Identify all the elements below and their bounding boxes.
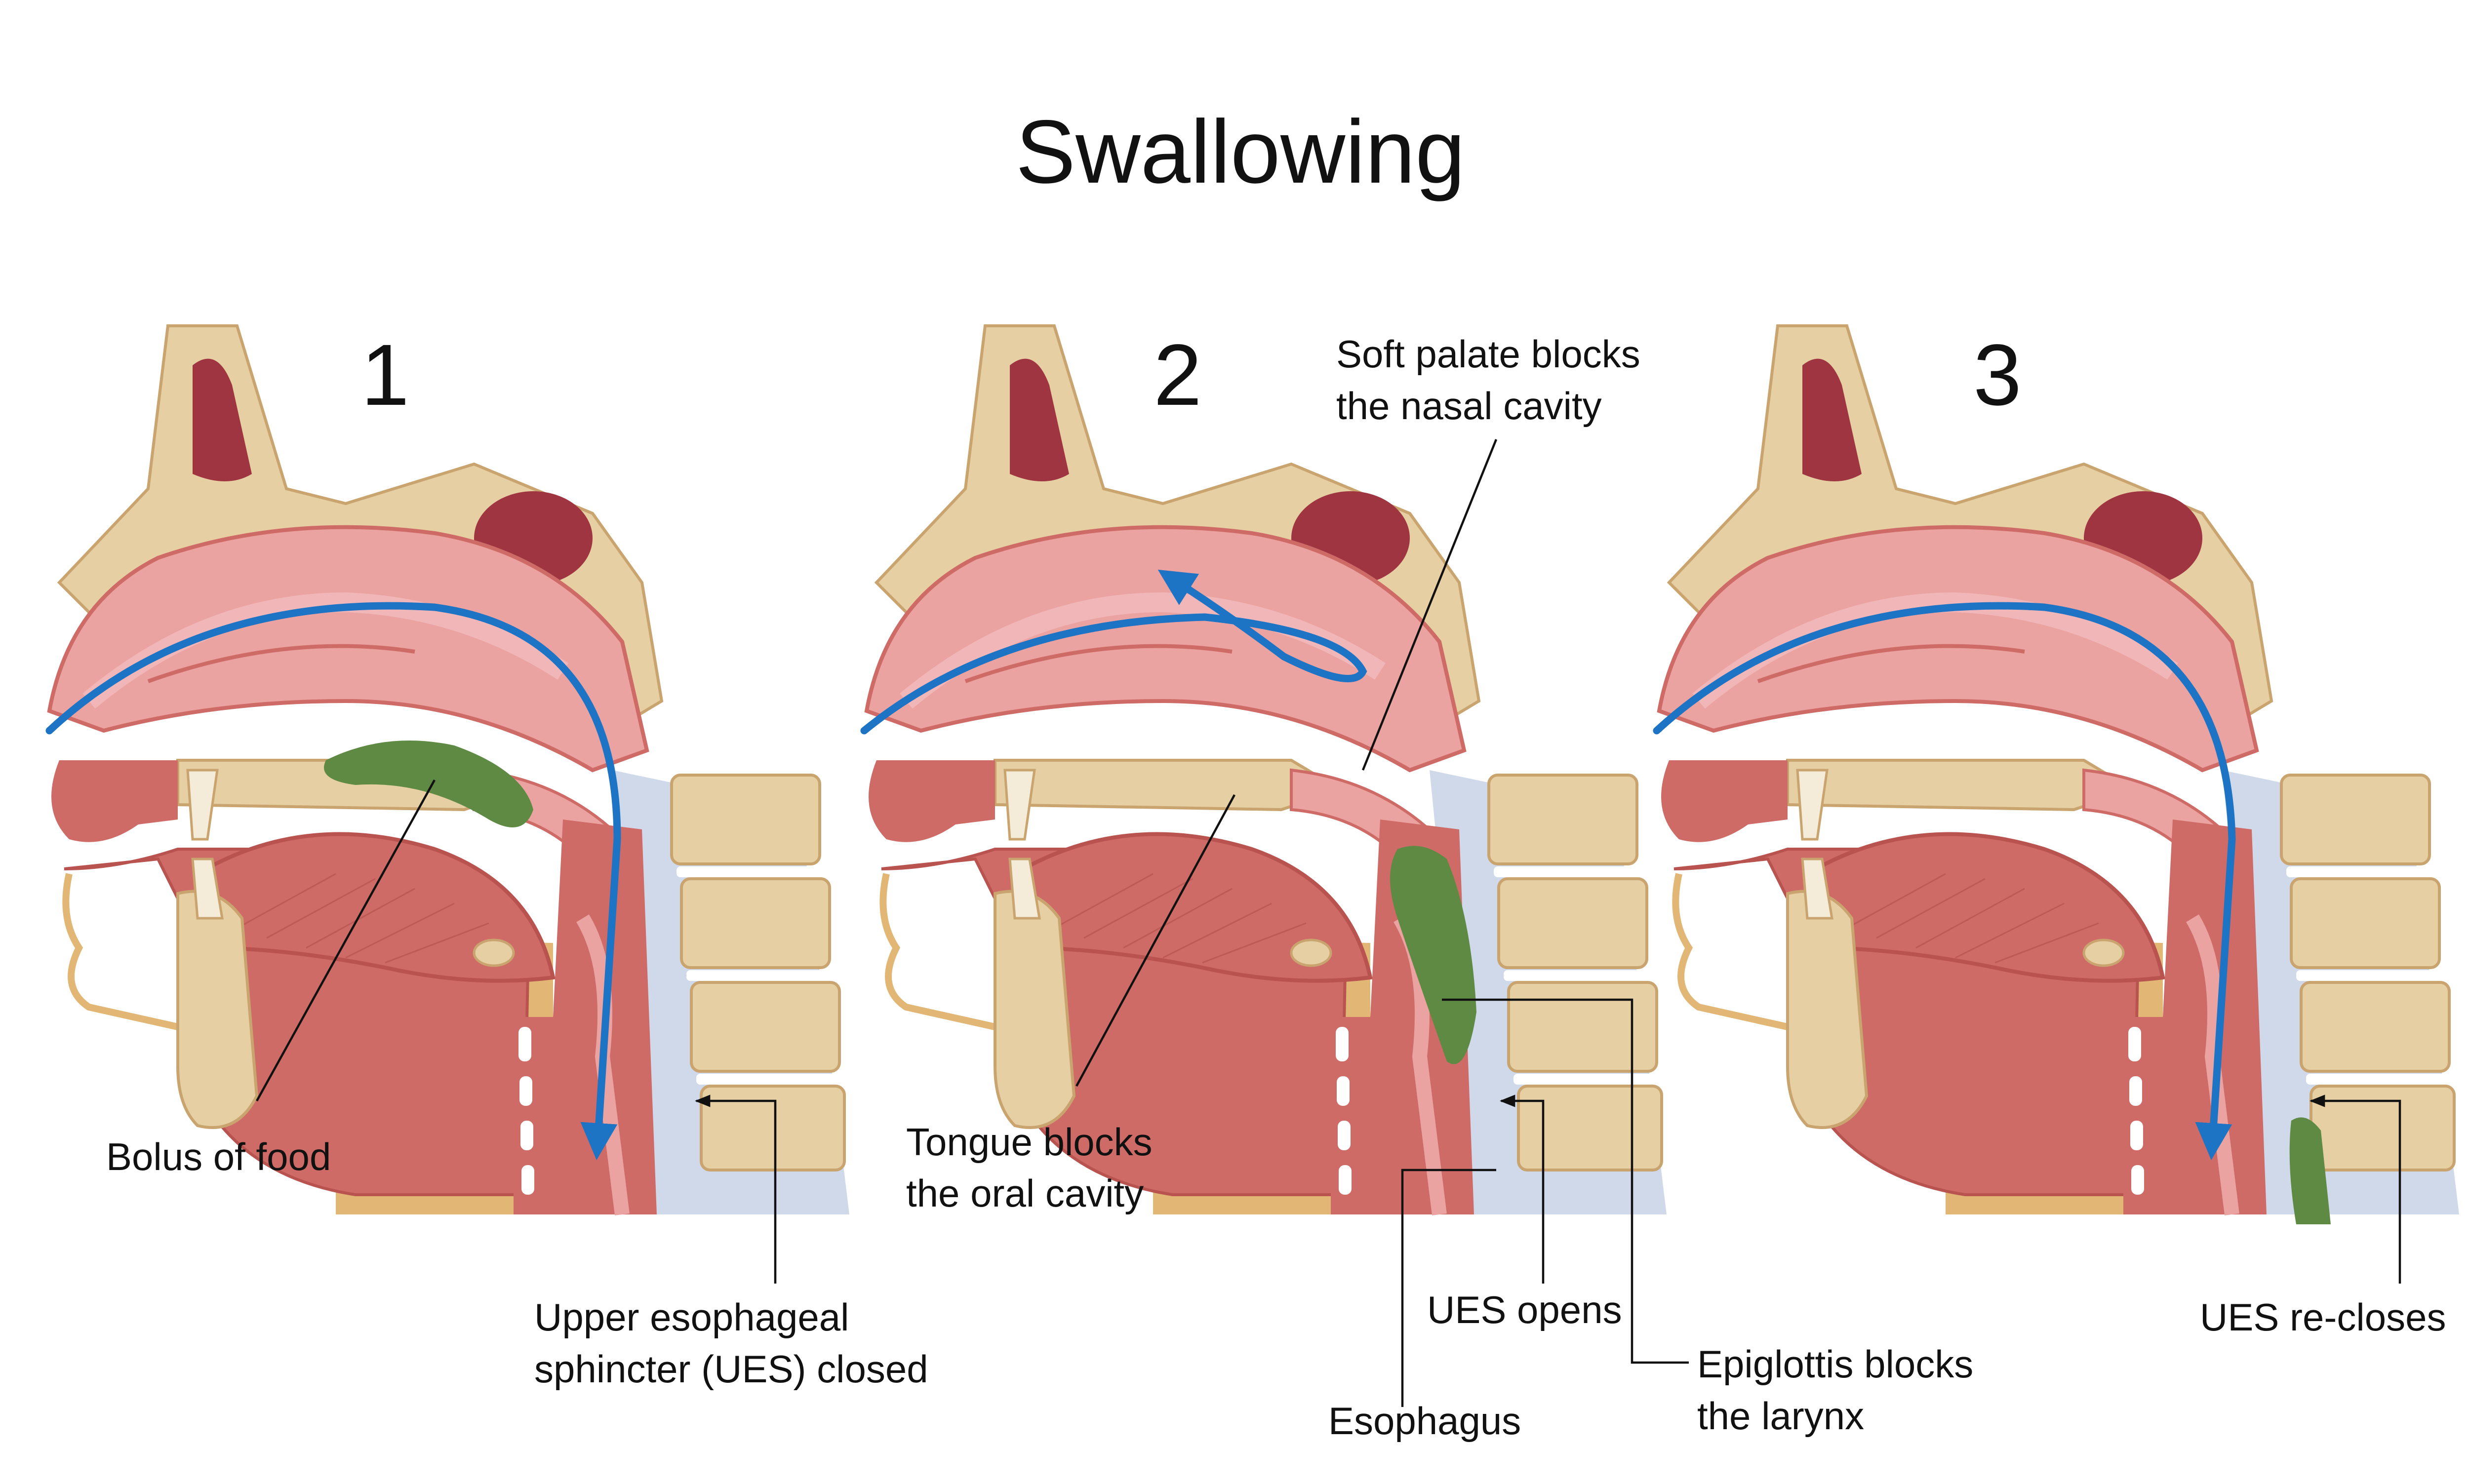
bolus-pharynx — [1390, 846, 1476, 1064]
panel-number-1: 1 — [361, 327, 409, 424]
bolus-leader — [256, 779, 436, 1102]
tongue-leader — [1075, 794, 1235, 1087]
panel-number-3: 3 — [1973, 327, 2022, 424]
esophagus-leader — [1401, 1169, 1496, 1407]
label-tongue-line2: the oral cavity — [906, 1172, 1144, 1215]
panel-2: 2 Soft palate blocks the nasal cavity To… — [864, 326, 1973, 1443]
label-bolus: Bolus of food — [106, 1135, 331, 1178]
panel-number-2: 2 — [1154, 327, 1202, 424]
epiglottis-leader — [1442, 998, 1689, 1364]
label-epiglottis-line2: the larynx — [1697, 1394, 1864, 1438]
label-ues-opens: UES opens — [1427, 1288, 1622, 1331]
panel-3: 3 UES re-closes — [1657, 326, 2459, 1339]
head-cross-section-3 — [1659, 326, 2459, 1214]
soft-palate-leader — [1361, 439, 1498, 771]
ues-recloses-leader — [2309, 1094, 2401, 1284]
label-ues-closed-line1: Upper esophageal — [534, 1295, 849, 1339]
label-soft-palate-line1: Soft palate blocks — [1336, 332, 1640, 376]
label-ues-recloses: UES re-closes — [2200, 1295, 2446, 1339]
bolus-esophagus — [2289, 1117, 2331, 1224]
diagram-title: Swallowing — [1016, 101, 1465, 202]
food-path-arrow-3 — [1653, 602, 2236, 1160]
label-tongue-line1: Tongue blocks — [906, 1120, 1153, 1164]
ues-opens-leader — [1499, 1094, 1545, 1284]
label-epiglottis-line1: Epiglottis blocks — [1697, 1342, 1973, 1386]
head-cross-section-2 — [867, 326, 1667, 1214]
ues-closed-leader — [694, 1094, 777, 1284]
label-soft-palate-line2: the nasal cavity — [1336, 384, 1602, 428]
bolus — [324, 741, 533, 827]
label-esophagus: Esophagus — [1328, 1399, 1521, 1443]
panel-1: 1 Bolus of food Upper esophageal sphinct… — [49, 326, 928, 1391]
food-path-arrow-2 — [860, 569, 1367, 735]
food-path-arrow-1 — [45, 602, 621, 1160]
label-ues-closed-line2: sphincter (UES) closed — [534, 1347, 928, 1391]
